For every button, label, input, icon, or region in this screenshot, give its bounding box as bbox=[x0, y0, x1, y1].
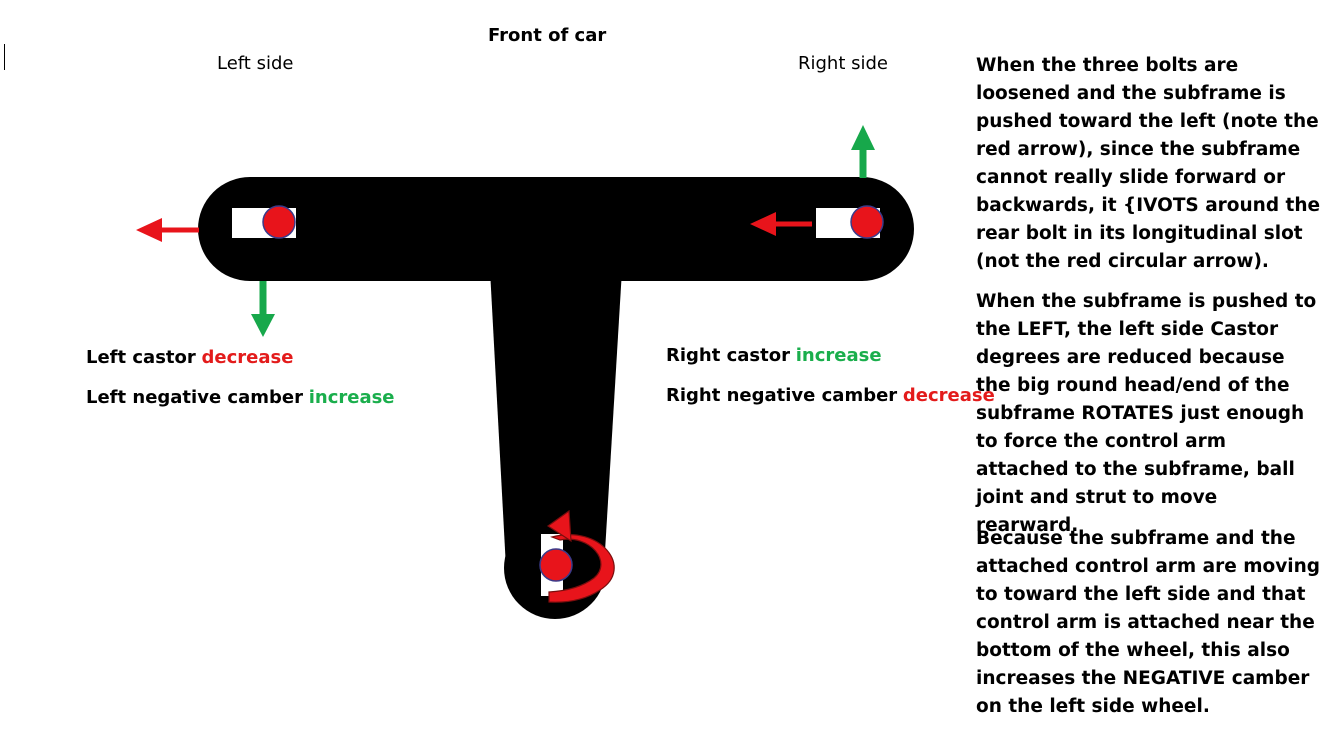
explanation-paragraph-2: When the subframe is pushed to the LEFT,… bbox=[976, 291, 1317, 536]
right-castor-label: Right castor bbox=[666, 345, 790, 366]
left-camber-row: Left negative camber increase bbox=[86, 387, 395, 408]
right-castor-row: Right castor increase bbox=[666, 345, 882, 366]
front-label: Front of car bbox=[488, 25, 607, 46]
left-push-arrow-icon bbox=[136, 218, 199, 242]
right-side-label: Right side bbox=[798, 53, 888, 74]
left-side-label: Left side bbox=[217, 53, 294, 74]
explanation-paragraph-1: When the three bolts are loosened and th… bbox=[976, 55, 1321, 272]
left-castor-label: Left castor bbox=[86, 347, 196, 368]
right-camber-effect: decrease bbox=[902, 385, 995, 406]
explanation-paragraph-3: Because the subframe and the attached co… bbox=[976, 528, 1321, 717]
rear-bolt bbox=[539, 548, 573, 582]
right-bolt bbox=[850, 205, 884, 239]
left-camber-effect: increase bbox=[308, 387, 395, 408]
left-castor-row: Left castor decrease bbox=[86, 347, 293, 368]
left-bolt bbox=[262, 205, 296, 239]
text-cursor bbox=[4, 44, 5, 70]
right-push-arrow-icon bbox=[750, 212, 812, 236]
rotation-arrow-icon bbox=[546, 509, 615, 603]
left-castor-arrow-icon bbox=[251, 281, 275, 337]
right-camber-label: Right negative camber bbox=[666, 385, 898, 406]
right-castor-effect: increase bbox=[795, 345, 882, 366]
left-camber-label: Left negative camber bbox=[86, 387, 303, 408]
left-castor-effect: decrease bbox=[201, 347, 294, 368]
right-camber-row: Right negative camber decrease bbox=[666, 385, 995, 406]
subframe-diagram bbox=[136, 125, 914, 619]
right-castor-arrow-icon bbox=[851, 125, 875, 178]
